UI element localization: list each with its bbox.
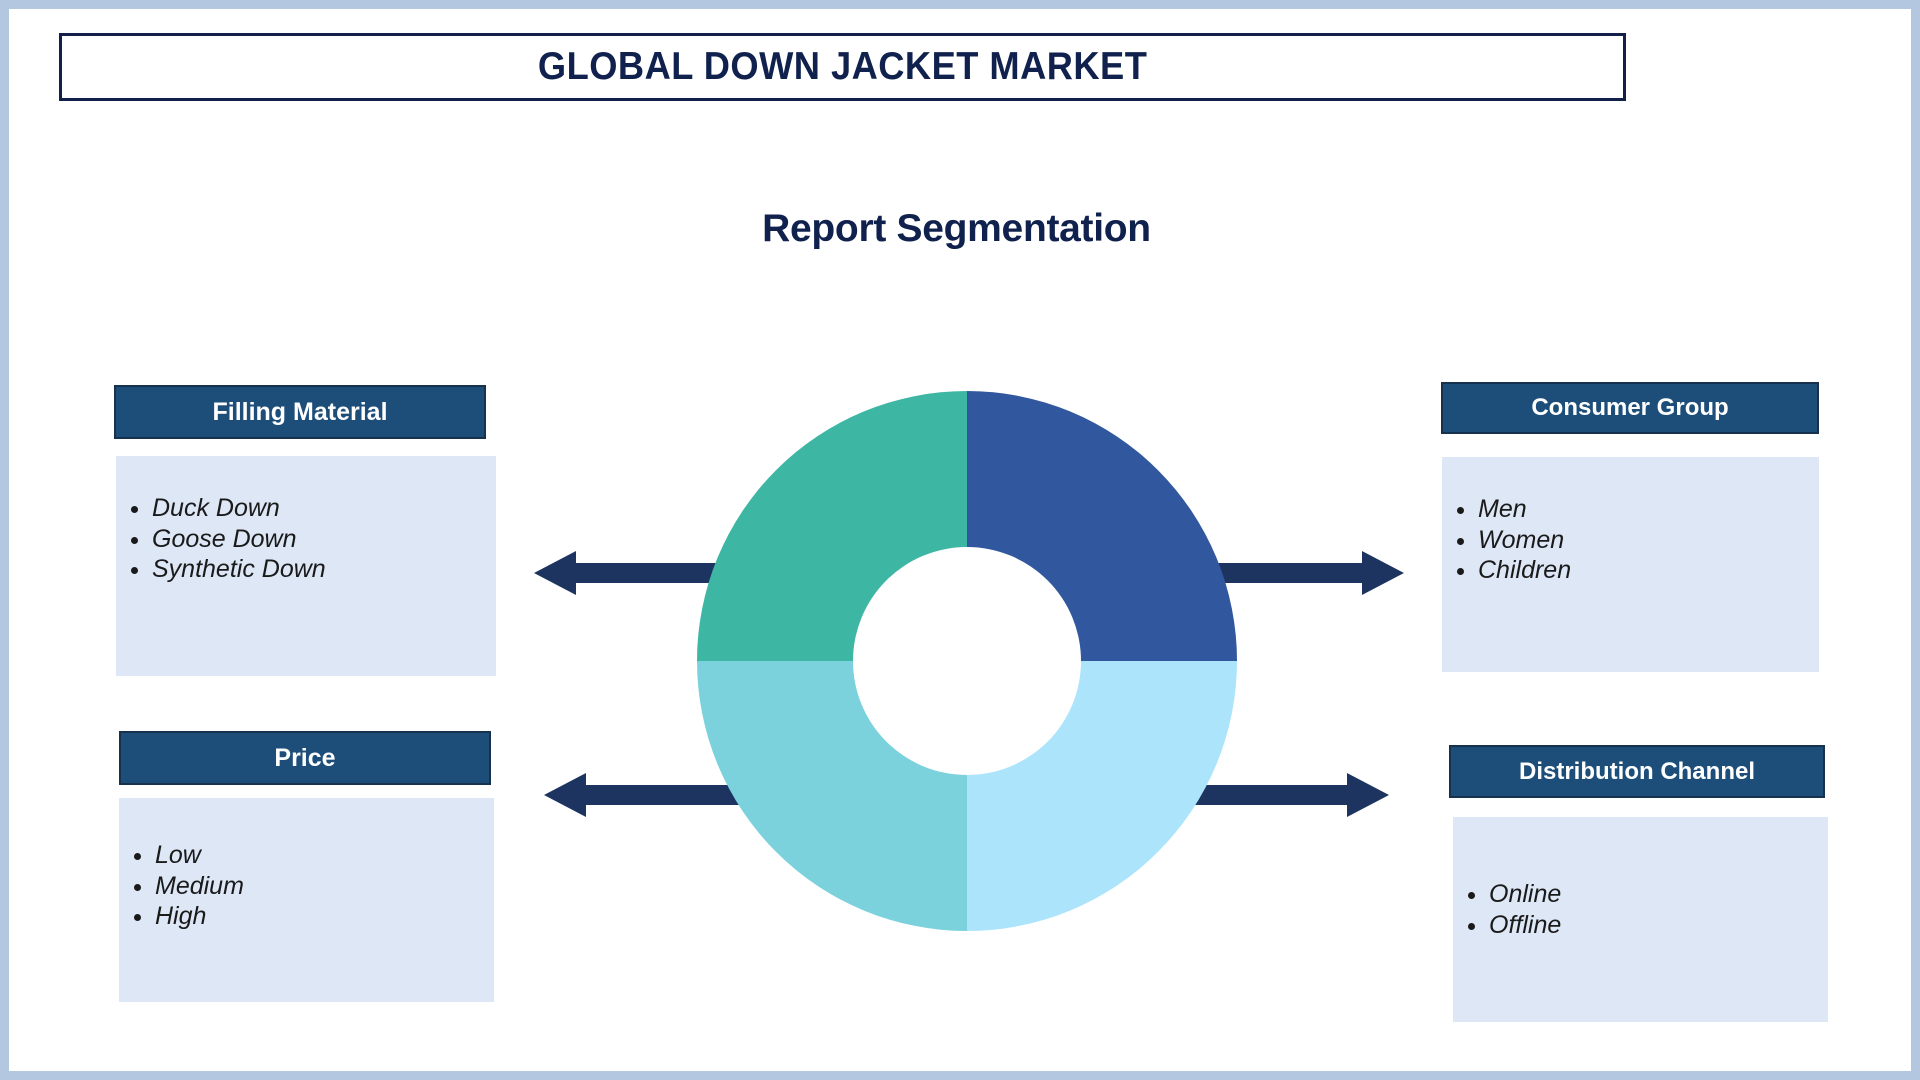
segment-body-price: Low Medium High bbox=[119, 798, 494, 1002]
list-item: Men bbox=[1478, 494, 1819, 525]
arrow-left-shape bbox=[544, 773, 784, 817]
segment-header-consumer-group[interactable]: Consumer Group bbox=[1441, 382, 1819, 434]
segment-list-consumer-group: Men Women Children bbox=[1442, 494, 1819, 586]
list-item: High bbox=[155, 901, 494, 932]
segment-title-label: Distribution Channel bbox=[1519, 757, 1755, 785]
segment-list-filling-material: Duck Down Goose Down Synthetic Down bbox=[116, 493, 496, 585]
segment-list-distribution-channel: Online Offline bbox=[1453, 879, 1828, 940]
list-item: Goose Down bbox=[152, 524, 496, 555]
list-item: Synthetic Down bbox=[152, 554, 496, 585]
arrow-right-shape bbox=[1149, 773, 1389, 817]
page-title: GLOBAL DOWN JACKET MARKET bbox=[537, 45, 1148, 88]
segment-list-price: Low Medium High bbox=[119, 840, 494, 932]
segment-body-distribution-channel: Online Offline bbox=[1453, 817, 1828, 1022]
list-item: Duck Down bbox=[152, 493, 496, 524]
arrow-to-consumer-group-icon bbox=[1164, 551, 1404, 595]
list-item: Low bbox=[155, 840, 494, 871]
title-box: GLOBAL DOWN JACKET MARKET bbox=[59, 33, 1626, 101]
donut-center-hole bbox=[853, 547, 1081, 775]
arrow-left-shape bbox=[534, 551, 774, 595]
list-item: Offline bbox=[1489, 910, 1828, 941]
list-item: Women bbox=[1478, 525, 1819, 556]
segment-header-filling-material[interactable]: Filling Material bbox=[114, 385, 486, 439]
segment-title-label: Filling Material bbox=[212, 397, 388, 426]
segment-title-label: Price bbox=[274, 743, 336, 772]
segment-header-distribution-channel[interactable]: Distribution Channel bbox=[1449, 745, 1825, 798]
arrow-right-shape bbox=[1164, 551, 1404, 595]
segment-header-price[interactable]: Price bbox=[119, 731, 491, 785]
list-item: Children bbox=[1478, 555, 1819, 586]
list-item: Medium bbox=[155, 871, 494, 902]
arrow-to-distribution-channel-icon bbox=[1149, 773, 1389, 817]
section-heading: Report Segmentation bbox=[762, 207, 1151, 250]
segment-body-consumer-group: Men Women Children bbox=[1442, 457, 1819, 672]
list-item: Online bbox=[1489, 879, 1828, 910]
donut-chart bbox=[697, 391, 1237, 931]
donut-chart-svg bbox=[697, 391, 1237, 931]
segment-body-filling-material: Duck Down Goose Down Synthetic Down bbox=[116, 456, 496, 676]
segment-title-label: Consumer Group bbox=[1531, 394, 1729, 421]
arrow-to-price-icon bbox=[544, 773, 784, 817]
arrow-to-filling-icon bbox=[534, 551, 774, 595]
